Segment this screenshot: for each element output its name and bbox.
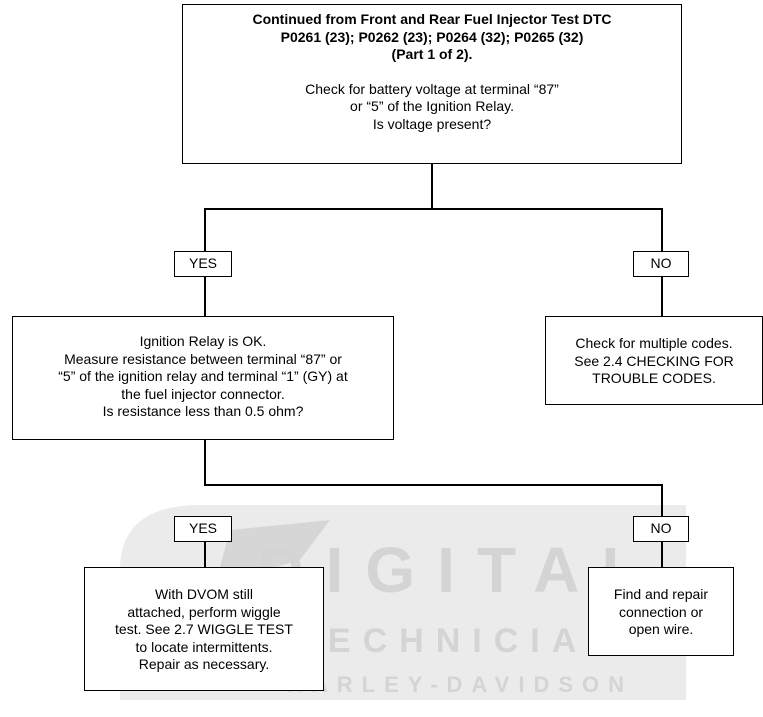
connector-relay-down [204, 439, 206, 485]
connector-start-down [431, 163, 433, 209]
repair-line-2: connection or [618, 603, 704, 620]
connector-branch1-horizontal [204, 208, 662, 210]
relay-ok-line-3: “5” of the ignition relay and terminal “… [58, 368, 348, 384]
wiggle-line-4: to locate intermittents. [135, 638, 273, 655]
branch2-yes-label: YES [174, 516, 232, 542]
start-box: Continued from Front and Rear Fuel Injec… [182, 4, 682, 164]
connector-branch1-yes [204, 208, 206, 251]
wiggle-line-1: With DVOM still [155, 586, 253, 602]
connector-no2-to-box [661, 541, 663, 568]
relay-ok-box: Ignition Relay is OK. Measure resistance… [12, 316, 394, 440]
connector-yes1-to-box [204, 276, 206, 317]
wiggle-line-2: attached, perform wiggle [127, 603, 281, 620]
connector-yes2-to-box [204, 541, 206, 568]
connector-branch2-no [661, 484, 663, 518]
connector-branch2-horizontal [204, 484, 662, 486]
multiple-codes-line-1: Check for multiple codes. [575, 335, 733, 351]
start-title-line-3: (Part 1 of 2). [391, 46, 473, 62]
repair-box: Find and repair connection or open wire. [588, 567, 734, 656]
wiggle-test-box: With DVOM still attached, perform wiggle… [84, 567, 324, 691]
start-title-line-1: Continued from Front and Rear Fuel Injec… [252, 11, 612, 27]
branch1-yes-label: YES [174, 251, 232, 277]
relay-ok-line-5: Is resistance less than 0.5 ohm? [102, 403, 304, 419]
relay-ok-line-2: Measure resistance between terminal “87”… [64, 350, 342, 367]
branch2-no-label: NO [633, 516, 689, 542]
start-question-line-3: Is voltage present? [372, 115, 492, 132]
multiple-codes-line-2: See 2.4 CHECKING FOR [574, 352, 734, 369]
wiggle-line-5: Repair as necessary. [138, 656, 270, 672]
wiggle-line-3: test. See 2.7 WIGGLE TEST [115, 621, 293, 637]
watermark-line3: HARLEY-DAVIDSON [287, 672, 633, 697]
start-title-line-2: P0261 (23); P0262 (23); P0264 (32); P026… [280, 28, 584, 45]
relay-ok-line-1: Ignition Relay is OK. [139, 333, 267, 349]
start-question-line-1: Check for battery voltage at terminal “8… [305, 80, 559, 97]
multiple-codes-line-3: TROUBLE CODES. [592, 370, 716, 386]
watermark-line2: TECHNICIAN [295, 622, 625, 660]
connector-branch1-no [661, 208, 663, 251]
start-question-line-2: or “5” of the Ignition Relay. [350, 98, 514, 114]
repair-line-3: open wire. [628, 621, 694, 637]
relay-ok-line-4: the fuel injector connector. [121, 385, 285, 402]
multiple-codes-box: Check for multiple codes. See 2.4 CHECKI… [545, 316, 763, 405]
branch1-no-label: NO [633, 251, 689, 277]
connector-no1-to-box [661, 276, 663, 317]
repair-line-1: Find and repair [613, 586, 709, 602]
